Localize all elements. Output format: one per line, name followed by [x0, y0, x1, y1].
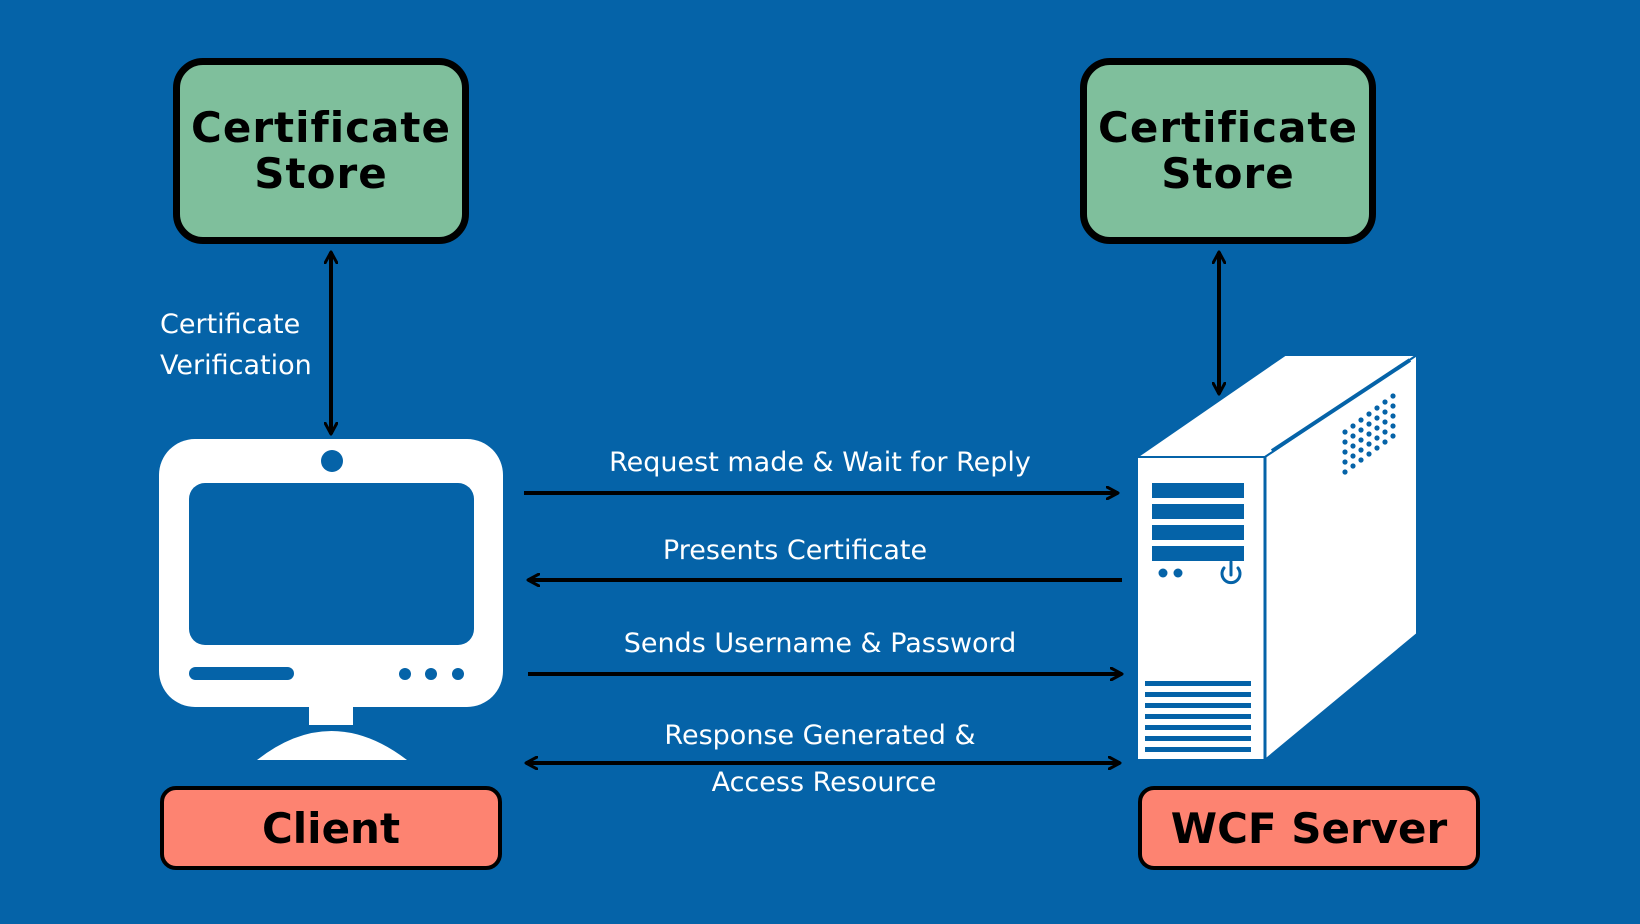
client-certificate-store-title: Certificate Store: [191, 103, 451, 198]
server-certificate-store: Certificate Store: [1080, 58, 1376, 244]
certificate-message-label: Presents Certificate: [662, 535, 928, 566]
server-tower-icon: [1133, 353, 1421, 763]
request-message-label: Request made & Wait for Reply: [609, 447, 1031, 478]
response-message-label-line-1: Response Generated &: [664, 720, 976, 751]
certificate-verification-label: Certificate Verification: [160, 309, 312, 381]
credentials-message-label: Sends Username & Password: [623, 628, 1017, 659]
server-certificate-store-title: Certificate Store: [1098, 103, 1358, 198]
wcf-server-label: WCF Server: [1138, 786, 1480, 870]
client-label: Client: [160, 786, 502, 870]
monitor-icon: [159, 439, 503, 760]
response-message-label-line-2: Access Resource: [711, 767, 937, 798]
client-certificate-store: Certificate Store: [173, 58, 469, 244]
